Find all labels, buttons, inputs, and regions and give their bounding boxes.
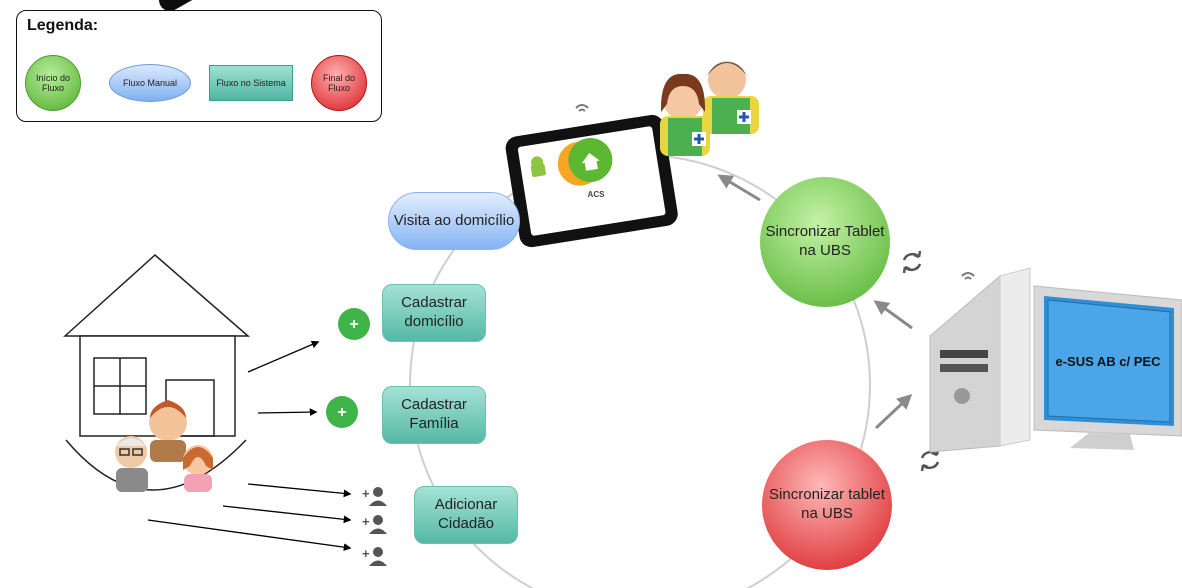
sync-arrows xyxy=(717,174,913,430)
computer-screen-label-text: e-SUS AB c/ PEC xyxy=(1056,354,1162,369)
svg-text:+: + xyxy=(362,486,370,501)
health-agents-icon xyxy=(660,61,759,156)
computer-screen-label: e-SUS AB c/ PEC xyxy=(1056,354,1162,369)
svg-text:+: + xyxy=(349,316,358,333)
svg-text:+: + xyxy=(362,546,370,561)
legend: Legenda: Início do Fluxo Fluxo Manual Fl… xyxy=(16,10,382,122)
visit-home-node: Visita ao domicílio xyxy=(388,192,520,250)
legend-start-flow: Início do Fluxo xyxy=(25,55,81,111)
legend-end-flow: Final do Fluxo xyxy=(311,55,367,111)
sync-tablet-start-node: Sincronizar Tablet na UBS xyxy=(760,177,890,307)
svg-text:+: + xyxy=(337,404,346,421)
legend-manual-flow: Fluxo Manual xyxy=(109,64,191,102)
legend-system-flow: Fluxo no Sistema xyxy=(209,65,293,101)
sync-tablet-end-node: Sincronizar tablet na UBS xyxy=(762,440,892,570)
house-arrows xyxy=(147,340,352,552)
register-family-node: Cadastrar Família xyxy=(382,386,486,444)
tablet-app-label: ACS xyxy=(588,190,606,199)
wifi-icon xyxy=(575,104,975,280)
svg-text:+: + xyxy=(362,514,370,529)
add-person-icon: + + + xyxy=(362,486,387,566)
plus-icon: + + xyxy=(326,308,370,428)
add-citizen-node: Adicionar Cidadão xyxy=(414,486,518,544)
house-illustration xyxy=(63,253,251,491)
refresh-icon xyxy=(902,250,940,472)
register-home-node: Cadastrar domicílio xyxy=(382,284,486,342)
legend-title: Legenda: xyxy=(27,17,99,34)
computer-icon xyxy=(929,267,1182,453)
tablet-icon xyxy=(505,114,678,248)
family-icon xyxy=(115,400,213,492)
